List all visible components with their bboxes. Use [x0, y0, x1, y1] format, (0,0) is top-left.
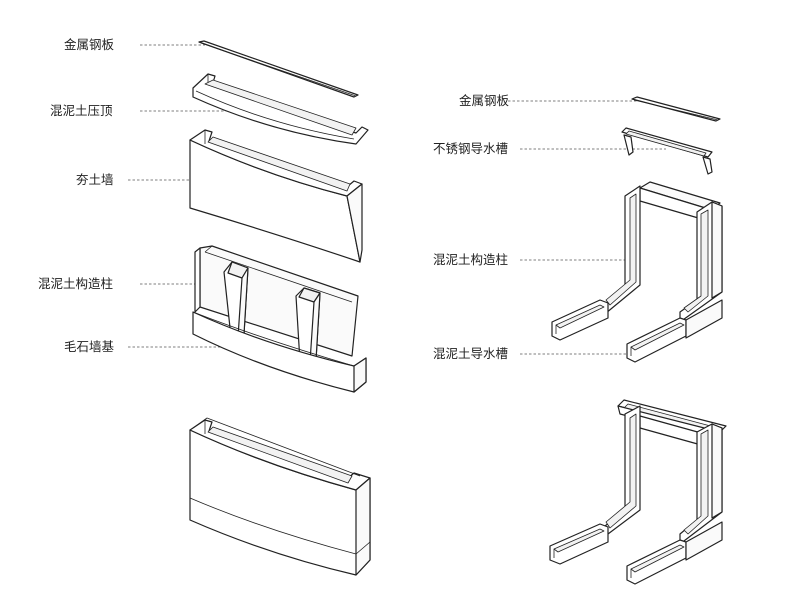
left-rammed-earth-wall — [189, 129, 363, 263]
label-right-metal-plate: 金属钢板 — [459, 93, 510, 108]
right-metal-plate — [631, 96, 721, 122]
label-right-steel-gutter: 不锈钢导水槽 — [433, 141, 509, 156]
label-left-concrete-coping: 混泥土压顶 — [50, 103, 113, 118]
left-metal-plate — [198, 40, 359, 98]
label-right-concrete-gutter: 混泥土导水槽 — [433, 346, 509, 361]
label-left-rubble-foundation: 毛石墙基 — [64, 339, 115, 354]
left-concrete-coping — [192, 73, 369, 145]
label-right-concrete-column: 混泥土构造柱 — [433, 252, 509, 267]
right-steel-gutter — [621, 127, 713, 175]
right-assembled-frame — [549, 399, 727, 585]
left-assembled-wall — [189, 417, 371, 576]
right-column-frame — [551, 181, 723, 363]
label-left-rammed-earth-wall: 夯土墙 — [76, 172, 114, 187]
left-columns-foundation — [192, 245, 367, 393]
label-left-concrete-column: 混泥土构造柱 — [38, 276, 114, 291]
label-left-metal-plate: 金属钢板 — [64, 37, 115, 52]
